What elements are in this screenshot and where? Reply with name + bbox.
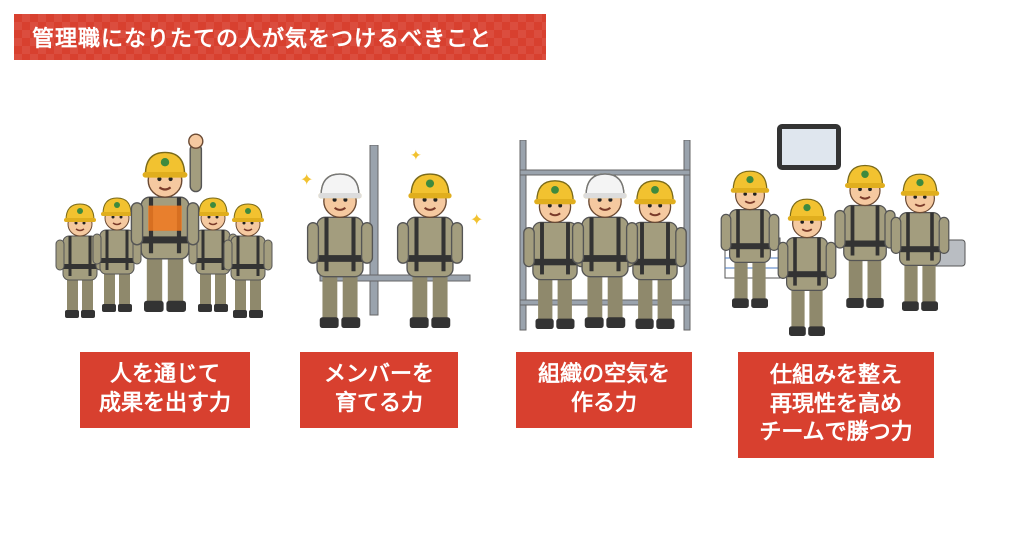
label-line: 仕組みを整え [769, 363, 902, 389]
label-line: 育てる力 [334, 391, 423, 416]
title-banner: 管理職になりたての人が気をつけるべきこと [14, 14, 546, 60]
label-panel-1: 人を通じて 成果を出す力 [80, 352, 250, 428]
label-line: 人を通じて [109, 362, 220, 388]
svg-text:✦: ✦ [300, 170, 313, 189]
label-line: 作る力 [570, 391, 637, 416]
panel1-svg [55, 133, 274, 320]
label-panel-2: メンバーを 育てる力 [300, 352, 458, 428]
label-panel-4: 仕組みを整え 再現性を高め チームで勝つ力 [738, 352, 934, 458]
illustration-mentoring: ✦ ✦ ✦ [290, 145, 490, 335]
svg-text:✦: ✦ [410, 148, 422, 164]
label-line: メンバーを [323, 362, 434, 388]
page-title: 管理職になりたての人が気をつけるべきこと [32, 27, 493, 52]
label-line: 再現性を高め [769, 391, 902, 417]
label-panel-3: 組織の空気を 作る力 [516, 352, 692, 428]
label-line: 組織の空気を [537, 362, 670, 388]
illustration-systems [715, 120, 975, 340]
illustration-team-atmosphere [510, 140, 700, 340]
illustration-team-leader [55, 120, 275, 330]
label-line: 成果を出す力 [98, 391, 231, 416]
svg-text:✦: ✦ [470, 210, 483, 229]
label-line: チームで勝つ力 [759, 420, 913, 446]
